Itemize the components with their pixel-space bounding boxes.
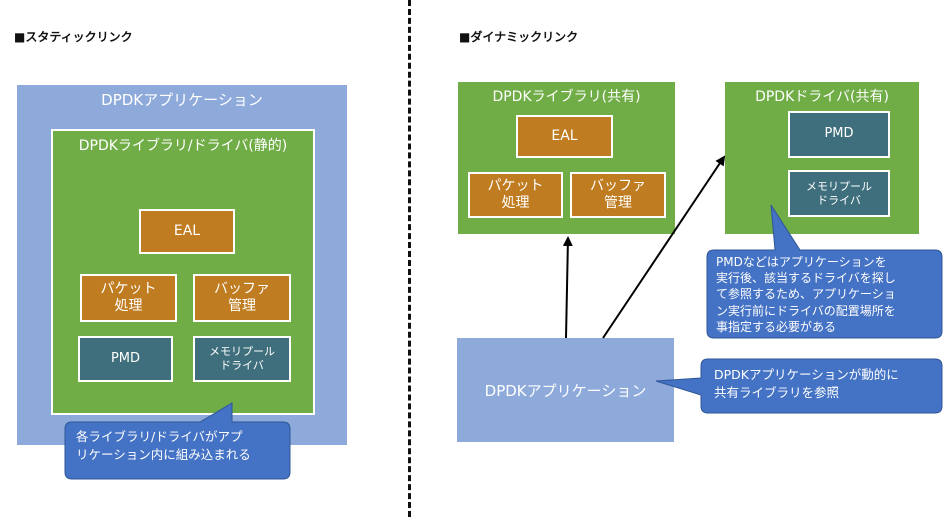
- static-buffer-box: バッファ 管理: [193, 274, 291, 322]
- static-callout-text: 各ライブラリ/ドライバがアプ リケーション内に組み込まれる: [76, 429, 251, 463]
- dynamic-buffer-box: バッファ 管理: [570, 172, 666, 218]
- dynamic-link-heading: ■ダイナミックリンク: [459, 30, 579, 44]
- dynamic-eal-box: EAL: [516, 115, 613, 158]
- dynamic-driver-container: DPDKドライバ(共有) PMD メモリプール ドライバ: [725, 82, 919, 234]
- app-callout-text: DPDKアプリケーションが動的に 共有ライブラリを参照: [714, 367, 899, 401]
- pmd-callout-shape: [706, 204, 943, 339]
- static-link-heading: ■スタティックリンク: [14, 30, 133, 44]
- static-mempool-box: メモリプール ドライバ: [193, 336, 291, 382]
- dynamic-driver-title: DPDKドライバ(共有): [755, 89, 889, 105]
- static-pmd-box: PMD: [78, 336, 173, 382]
- static-app-title: DPDKアプリケーション: [101, 91, 263, 109]
- dynamic-app-box: DPDKアプリケーション: [457, 338, 674, 442]
- static-callout-shape: [64, 402, 291, 480]
- static-lib-container: DPDKライブラリ/ドライバ(静的) EAL パケット 処理 バッファ 管理 P…: [51, 129, 315, 415]
- arrow-app-to-driver: [602, 155, 726, 339]
- app-callout-shape: [655, 358, 943, 414]
- pmd-callout-text: PMDなどはアプリケーションを 実行後、該当するドライバを探し て参照するため、…: [716, 255, 896, 334]
- static-eal-box: EAL: [139, 209, 235, 254]
- static-packet-box: パケット 処理: [80, 274, 177, 322]
- arrow-app-to-lib: [562, 236, 573, 339]
- section-divider: [408, 0, 411, 517]
- dynamic-lib-title: DPDKライブラリ(共有): [492, 89, 641, 105]
- dynamic-packet-box: パケット 処理: [468, 172, 563, 218]
- dynamic-lib-container: DPDKライブラリ(共有) EAL パケット 処理 バッファ 管理: [458, 82, 675, 234]
- dynamic-pmd-box: PMD: [788, 111, 890, 158]
- static-lib-title: DPDKライブラリ/ドライバ(静的): [78, 138, 288, 154]
- dynamic-mempool-box: メモリプール ドライバ: [788, 170, 890, 217]
- static-app-container: DPDKアプリケーション DPDKライブラリ/ドライバ(静的) EAL パケット…: [17, 85, 347, 445]
